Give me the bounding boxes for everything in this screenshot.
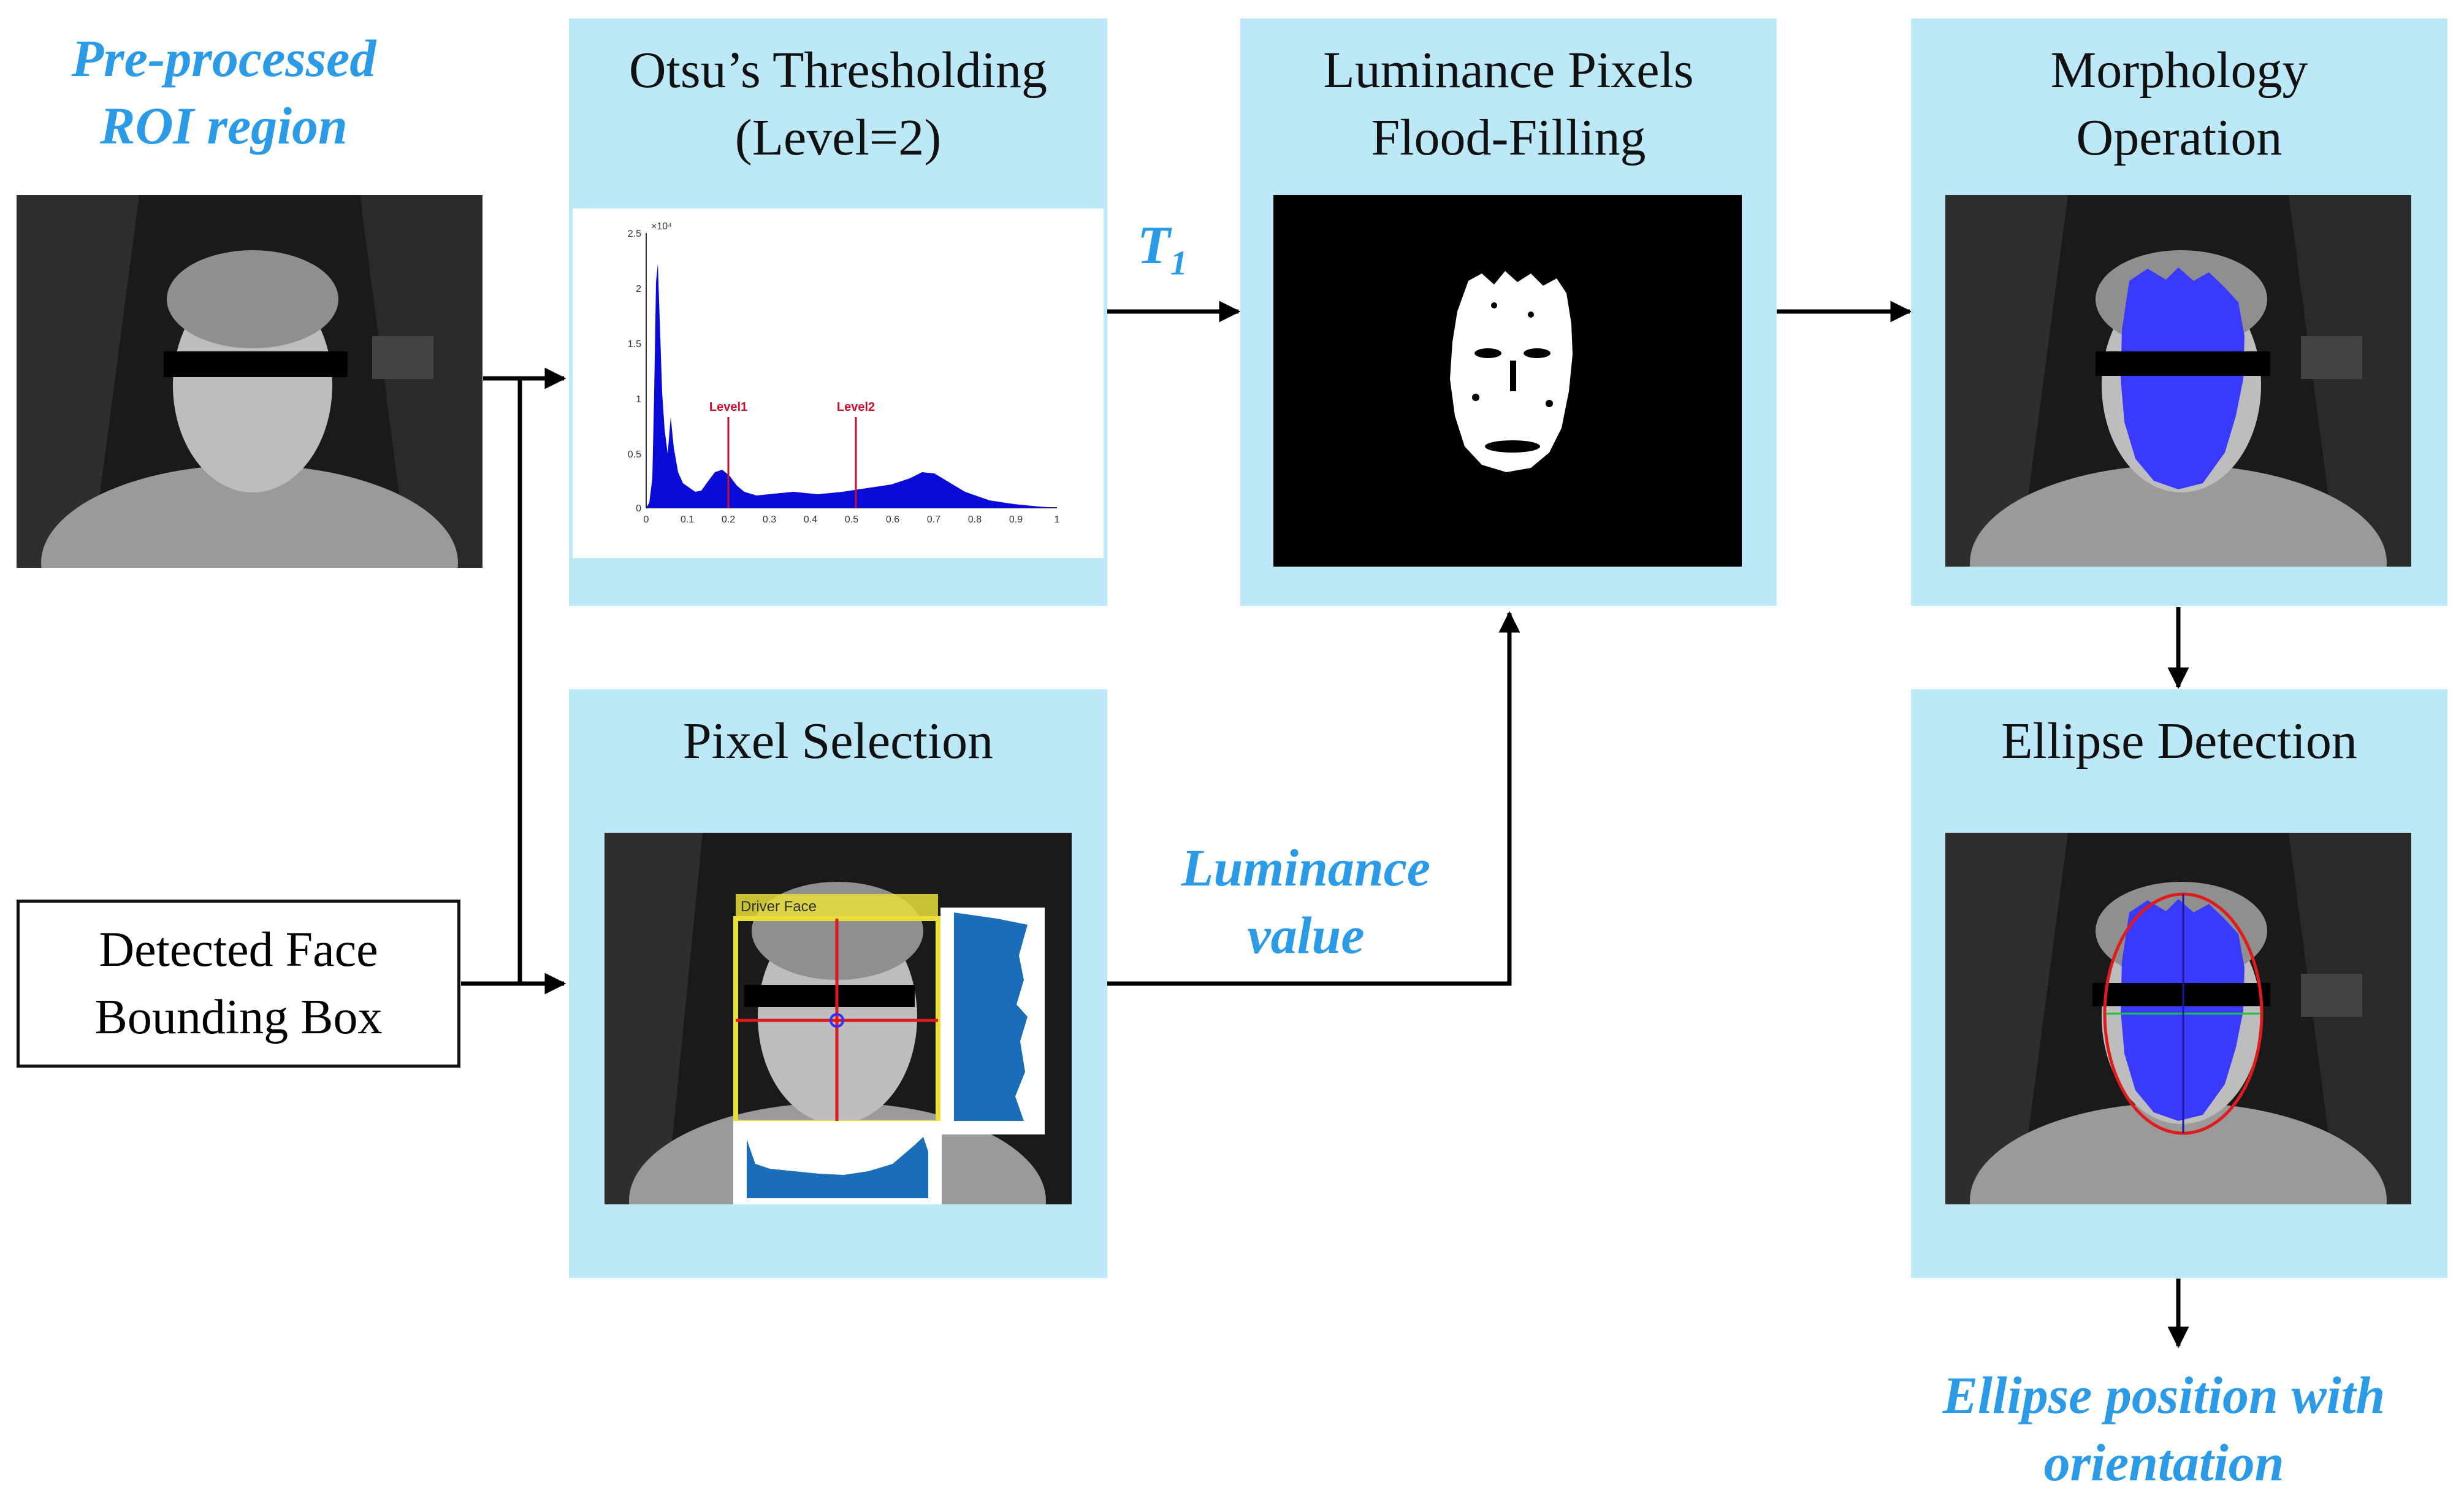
- x-tick: 0.4: [804, 514, 817, 525]
- t1-subscript: 1: [1170, 244, 1188, 283]
- y-tick: 1: [636, 394, 641, 405]
- x-tick: 0.5: [845, 514, 858, 525]
- t1-label: T1: [1137, 215, 1188, 283]
- t1-text: T: [1137, 216, 1170, 275]
- x-tick: 0.2: [722, 514, 735, 525]
- otsu-block: Otsu’s Thresholding (Level=2) Level1 Lev…: [569, 18, 1107, 606]
- x-tick: 1: [1055, 514, 1060, 525]
- y-exponent: ×10⁴: [651, 221, 672, 232]
- ellipse-title: Ellipse Detection: [2001, 713, 2357, 770]
- pixel-image: Driver Face: [605, 833, 1072, 1204]
- luminance-label: Luminance value: [1181, 838, 1431, 965]
- pixel-block: Pixel Selection Driver Face: [569, 689, 1107, 1278]
- output-label: Ellipse position with orientation: [1942, 1366, 2386, 1492]
- ellipse-face-svg: [1945, 833, 2411, 1204]
- eye-censor-bar: [2096, 351, 2270, 376]
- arrow-pixel-to-flood: [1107, 611, 1520, 986]
- roi-face-image: [17, 195, 483, 568]
- x-tick: 0.8: [968, 514, 982, 525]
- ellipse-block: Ellipse Detection: [1911, 689, 2447, 1278]
- histogram-area: [646, 264, 1057, 508]
- morph-title: Morphology Operation: [2050, 42, 2308, 166]
- otsu-histogram: Level1 Level2 ×10⁴ 2.5 2 1.5 1 0.5 0 0 0…: [573, 208, 1104, 558]
- x-tick: 0.3: [763, 514, 776, 525]
- morph-face-svg: [1945, 195, 2411, 567]
- morph-block: Morphology Operation: [1911, 18, 2447, 606]
- pixel-title: Pixel Selection: [682, 713, 994, 770]
- x-tick: 0: [644, 514, 649, 525]
- x-tick: 0.6: [886, 514, 899, 525]
- morph-blue-mask: [2121, 267, 2245, 489]
- histogram-svg: Level1 Level2 ×10⁴ 2.5 2 1.5 1 0.5 0 0 0…: [628, 221, 1060, 525]
- eye-censor-bar: [164, 351, 348, 377]
- y-tick: 0.5: [628, 449, 641, 460]
- x-tick: 0.1: [681, 514, 694, 525]
- flood-mask-svg: [1273, 195, 1742, 567]
- x-tick: 0.7: [927, 514, 940, 525]
- eye-censor-bar: [744, 985, 915, 1007]
- detected-face-box: Detected Face Bounding Box: [17, 900, 460, 1068]
- flood-fill-image: [1273, 195, 1742, 567]
- morph-image: [1945, 195, 2411, 567]
- y-tick: 2.5: [628, 229, 641, 239]
- roi-label: Pre-processed ROI region: [71, 29, 376, 155]
- level2-label: Level2: [837, 400, 875, 414]
- x-tick: 0.9: [1009, 514, 1023, 525]
- y-tick: 2: [636, 284, 641, 294]
- ellipse-image: [1945, 833, 2411, 1204]
- driver-face-label: Driver Face: [741, 898, 817, 915]
- y-tick: 1.5: [628, 339, 641, 350]
- otsu-title: Otsu’s Thresholding (Level=2): [628, 42, 1048, 166]
- y-tick: 0: [636, 503, 641, 514]
- roi-image: [17, 195, 483, 568]
- eye-censor-bar: [2092, 983, 2270, 1006]
- flood-block: Luminance Pixels Flood-Filling: [1240, 18, 1777, 606]
- level1-label: Level1: [709, 400, 747, 414]
- flood-title: Luminance Pixels Flood-Filling: [1323, 42, 1694, 166]
- pixel-selection-svg: Driver Face: [605, 833, 1072, 1204]
